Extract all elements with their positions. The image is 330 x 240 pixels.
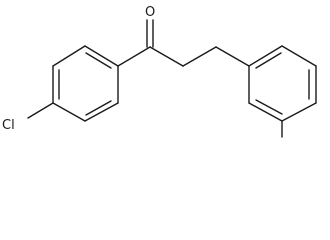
ring1-bond-top-left <box>52 45 86 67</box>
chain-bond-3 <box>215 46 250 67</box>
ring-to-carbonyl-bond <box>117 46 151 67</box>
ring1-double-top-right <box>85 52 112 69</box>
ring1-double-bottom-right <box>85 100 112 116</box>
ring1-bond-bottom-left <box>52 102 86 122</box>
chemical-structure: Cl O <box>2 5 317 138</box>
chain-bond-2 <box>182 46 217 67</box>
ring1-bond-top-right <box>84 45 119 67</box>
oxygen-atom-label: O <box>145 5 155 20</box>
ring2-bond-lower-right <box>281 102 317 122</box>
ring1-bond-bottom-right <box>84 102 119 122</box>
ring2-bond-upper-right <box>281 45 317 67</box>
carbon-chlorine-bond <box>27 102 54 119</box>
ring2-bond-upper-left <box>248 45 283 67</box>
chlorophenyl-ring <box>52 45 119 122</box>
methylphenyl-ring <box>248 45 317 122</box>
chain-bond-1 <box>149 46 184 67</box>
ring2-double-upper-left <box>255 52 282 69</box>
chlorine-atom-label: Cl <box>2 118 15 133</box>
ring2-double-lower-left <box>255 99 283 115</box>
ring2-bond-lower-left <box>248 102 283 122</box>
